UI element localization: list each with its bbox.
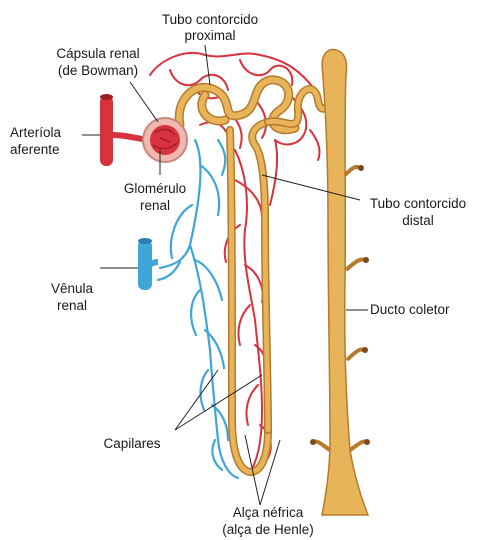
label-capilares: Capilares [103, 436, 160, 451]
label-ducto-coletor: Ducto coletor [370, 302, 450, 317]
afferent-arteriole [100, 94, 148, 166]
label-capsula-1: Cápsula renal [56, 46, 139, 61]
label-tubo-distal-1: Tubo contorcido [370, 196, 466, 211]
label-venula-1: Vênula [51, 281, 94, 296]
bowman-capsule [143, 118, 187, 162]
label-tubo-proximal-1: Tubo contorcido [162, 12, 258, 27]
label-alca-2: (alça de Henle) [222, 522, 314, 537]
label-arteriola-2: aferente [10, 142, 60, 157]
collecting-duct [310, 50, 370, 515]
label-venula-2: renal [57, 298, 87, 313]
label-alca-1: Alça néfrica [233, 505, 304, 520]
label-tubo-distal-2: distal [402, 213, 434, 228]
label-glomerulo-2: renal [140, 198, 170, 213]
label-glomerulo-1: Glomérulo [124, 181, 186, 196]
renal-venule [138, 238, 158, 290]
label-arteriola-1: Arteríola [10, 125, 62, 140]
label-tubo-proximal-2: proximal [184, 28, 235, 43]
label-capsula-2: (de Bowman) [58, 63, 138, 78]
